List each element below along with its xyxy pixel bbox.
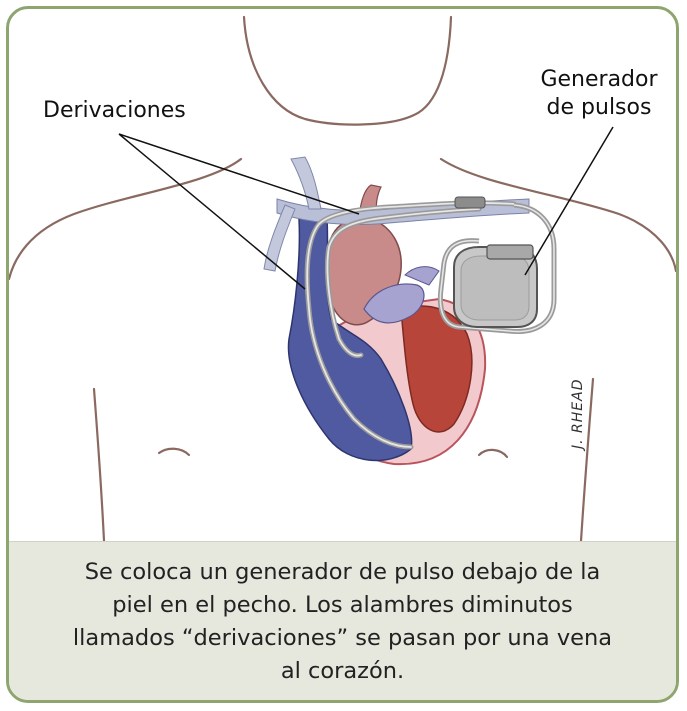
lead-connector [454, 196, 486, 209]
caption-box: Se coloca un generador de pulso debajo d… [9, 541, 676, 700]
leads-label: Derivaciones [43, 98, 186, 123]
generator-label-line1: Generador [540, 67, 658, 92]
heart [263, 156, 530, 466]
pulse-generator-device [437, 202, 557, 335]
generator-label: Generador de pulsos [529, 66, 669, 122]
caption-text: Se coloca un generador de pulso debajo d… [72, 558, 613, 684]
pacemaker-illustration [9, 15, 676, 541]
figure-frame: Derivaciones Generador de pulsos J. RHEA… [6, 6, 679, 703]
torso-outline [9, 15, 676, 541]
artist-signature: J. RHEAD [570, 378, 586, 450]
label-pointers [118, 126, 614, 290]
generator-label-line2: de pulsos [546, 95, 652, 120]
